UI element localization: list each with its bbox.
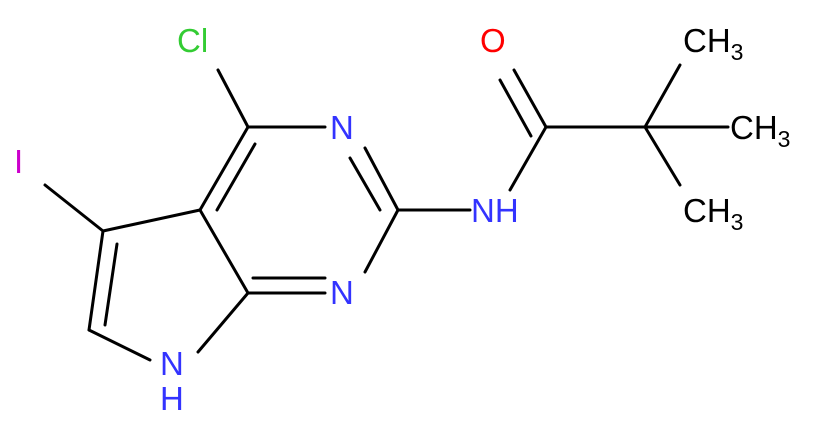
bond-cq-ch3-bot (643, 125, 682, 187)
atom-chlorine: Cl (177, 22, 208, 59)
bond-n3-c2-double (348, 156, 382, 212)
bond-cq-ch3-top (643, 63, 682, 129)
bond-c6-n7 (87, 328, 152, 362)
bond-c5-i (43, 183, 105, 233)
bond-c4a-c4-double (215, 142, 257, 212)
bond-carbonyl-o-double (498, 78, 533, 138)
atom-iodine: I (14, 143, 23, 180)
atom-oxygen: O (480, 22, 506, 59)
bond-c4-cl (216, 68, 250, 129)
atom-nitrogen-n1: N (330, 274, 354, 311)
bond-nh-carbonyl (508, 125, 548, 192)
bond-c4a-c5 (101, 208, 202, 233)
atom-labels: Cl I O N N NH N H CH3 CH3 CH3 (14, 22, 790, 417)
bonds (43, 63, 730, 362)
atom-methyl-top: CH3 (683, 22, 743, 65)
bond-c4a-c4 (198, 125, 250, 212)
methyl-bot-sub: 3 (731, 209, 744, 235)
atom-nitrogen-n3: N (330, 109, 354, 146)
atom-hydrogen-n7: H (160, 380, 184, 417)
bond-carbonyl-o (512, 68, 548, 129)
atom-methyl-bot: CH3 (683, 192, 743, 235)
methyl-top-main: CH (683, 22, 731, 59)
methyl-bot-main: CH (683, 192, 731, 229)
bond-n3-c2 (363, 146, 400, 212)
methyl-top-sub: 3 (731, 39, 744, 65)
bond-n7-c7a (196, 291, 250, 354)
methyl-mid-sub: 3 (778, 126, 791, 152)
methyl-mid-main: CH (730, 109, 778, 146)
bond-c7a-c4a (198, 208, 250, 295)
bond-c5-c6 (87, 229, 105, 332)
atom-methyl-mid: CH3 (730, 109, 790, 152)
bond-c2-n1 (363, 208, 400, 274)
atom-nitrogen-n7: N (160, 345, 184, 382)
atom-nh-amide: NH (471, 192, 519, 229)
bond-c5-c6-double (103, 242, 119, 327)
